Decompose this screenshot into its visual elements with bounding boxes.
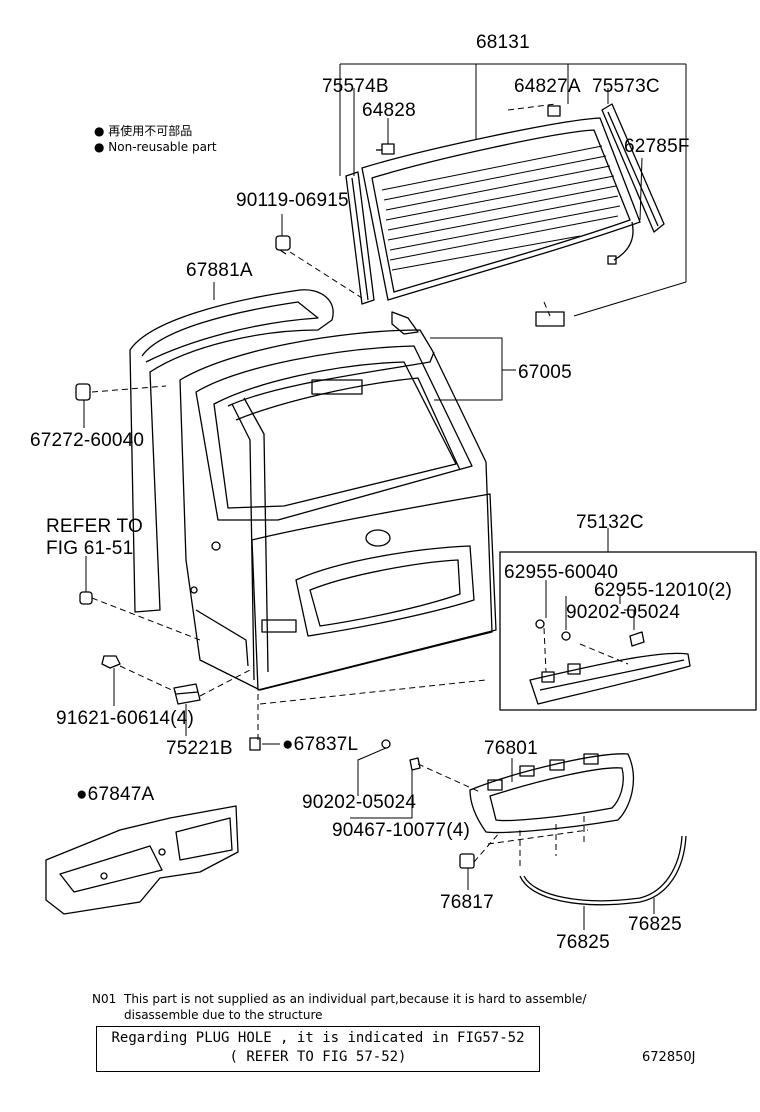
part-76817: 76817 [440,892,494,913]
plug-hole-line1: Regarding PLUG HOLE , it is indicated in… [111,1030,525,1046]
part-90467-10077: 90467-10077(4) [332,820,471,841]
weatherstrip-76825 [519,835,687,906]
part-67847a: ●67847A [76,784,155,805]
dashed-leaders [91,103,629,868]
part-67272-60040: 67272-60040 [30,430,145,451]
part-62955-12010: 62955-12010(2) [594,580,733,601]
refer-to-label: REFER TO [46,516,143,537]
part-75132c: 75132C [576,512,644,533]
clip-64827a [547,105,561,117]
part-76801: 76801 [484,738,538,759]
weatherstrip-67881a [129,289,334,613]
back-window-glass [361,117,641,327]
legend-nonreusable-en: ● Non-reusable part [94,140,217,154]
part-91621-60614: 91621-60614(4) [56,708,195,729]
note-n01-label: N01 [92,992,117,1006]
part-64828: 64828 [362,100,416,121]
bolt-91621 [101,655,121,669]
molding-75574b [345,171,375,305]
part-75221b: 75221B [166,738,233,759]
screw-90467 [409,757,421,771]
hinge-75221b [173,683,201,705]
leader-lines [83,63,687,930]
plug-hole-line2: ( REFER TO FIG 57-52) [229,1049,407,1065]
bolt-90119 [275,235,291,255]
back-door-panel [179,329,497,691]
note-n01-line2: disassemble due to the structure [124,1008,323,1022]
refer-fig-label: FIG 61-51 [46,538,134,559]
legend-nonreusable-jp: ● 再使用不可部品 [94,124,193,138]
stop-lamp-75132c [529,619,691,705]
part-62785f: 62785F [624,136,690,157]
part-76825-b: 76825 [628,914,682,935]
part-90202-05024-b: 90202-05024 [302,792,417,813]
plug-hole-notice: Regarding PLUG HOLE , it is indicated in… [96,1026,540,1072]
molding-75573c [601,103,665,233]
clip-64828 [376,143,395,155]
garnish-76801 [469,753,635,834]
part-67837l: ●67837L [282,734,359,755]
part-90119-06915: 90119-06915 [236,190,349,211]
part-75574b: 75574B [322,76,389,97]
part-90202-05024-a: 90202-05024 [566,602,681,623]
part-67005: 67005 [518,362,572,383]
part-64827a: 64827A [514,76,581,97]
clip-76817 [459,853,475,869]
connector-bracket [391,311,419,335]
part-62955-60040: 62955-60040 [504,562,619,583]
part-68131: 68131 [476,32,530,53]
figure-code: 672850J [642,1050,696,1065]
part-76825-a: 76825 [556,932,610,953]
clip-67837l [249,737,261,751]
screw-90202 [381,739,391,749]
fastener-67272 [75,383,91,401]
part-67881a: 67881A [186,260,253,281]
clip-refer [79,591,93,605]
part-75573c: 75573C [592,76,660,97]
cover-67847a [45,805,239,915]
note-n01-line1: This part is not supplied as an individu… [124,992,587,1006]
